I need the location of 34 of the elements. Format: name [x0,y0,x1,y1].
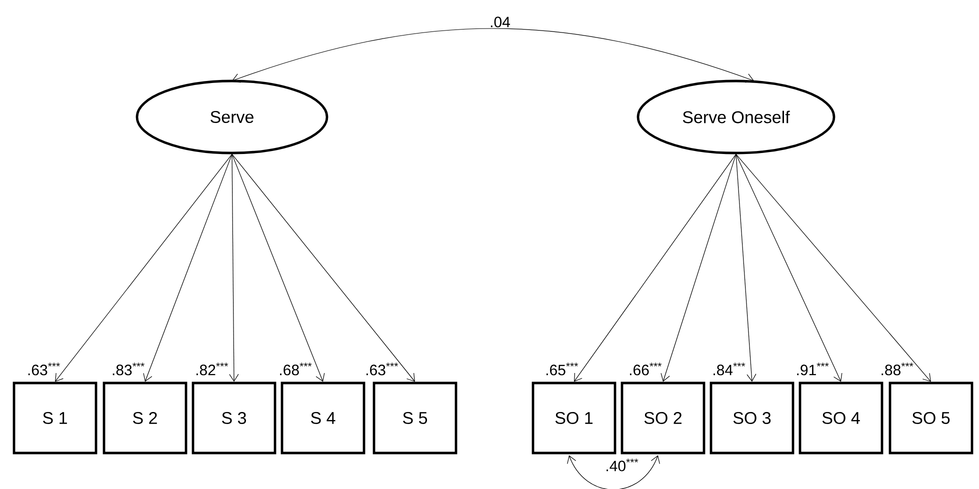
arrow [736,154,756,382]
indicator-box: SO 3 [710,382,794,454]
arrow [55,154,232,382]
arrow [232,154,325,382]
indicator-box: SO 5 [888,382,974,454]
edge-label: .63$^{***}$ [28,362,60,376]
indicator-box: S 1 [12,382,98,454]
indicator-box: S 3 [192,382,276,454]
arrow [143,154,232,382]
edge-label: .88$^{***}$ [882,362,914,376]
covariance-arrow [232,28,754,83]
arrow [736,154,842,382]
covariance-arrow [567,455,660,489]
arrow [229,154,239,382]
indicator-box: SO 2 [620,382,706,454]
indicator-box: S 4 [280,382,366,454]
arrow [660,154,736,382]
edge-label: .91$^{***}$ [797,362,829,376]
indicator-box: S 5 [372,382,458,454]
indicator-box: SO 1 [532,382,616,454]
arrow [736,154,931,382]
edge-label: .65$^{***}$ [546,362,578,376]
edge-label: .82$^{***}$ [196,362,228,376]
edge-label: .66$^{***}$ [630,362,662,376]
arrow [574,154,736,382]
edge-label: .40$^{***}$ [606,458,638,472]
edge-label: .84$^{***}$ [714,362,746,376]
indicator-box: S 2 [102,382,188,454]
indicator-box: SO 4 [798,382,884,454]
edge-label: .04 [490,16,510,28]
edge-label: .63$^{***}$ [366,362,398,376]
arrow [232,154,415,382]
edge-label: .83$^{***}$ [112,362,144,376]
edge-label: .68$^{***}$ [280,362,312,376]
